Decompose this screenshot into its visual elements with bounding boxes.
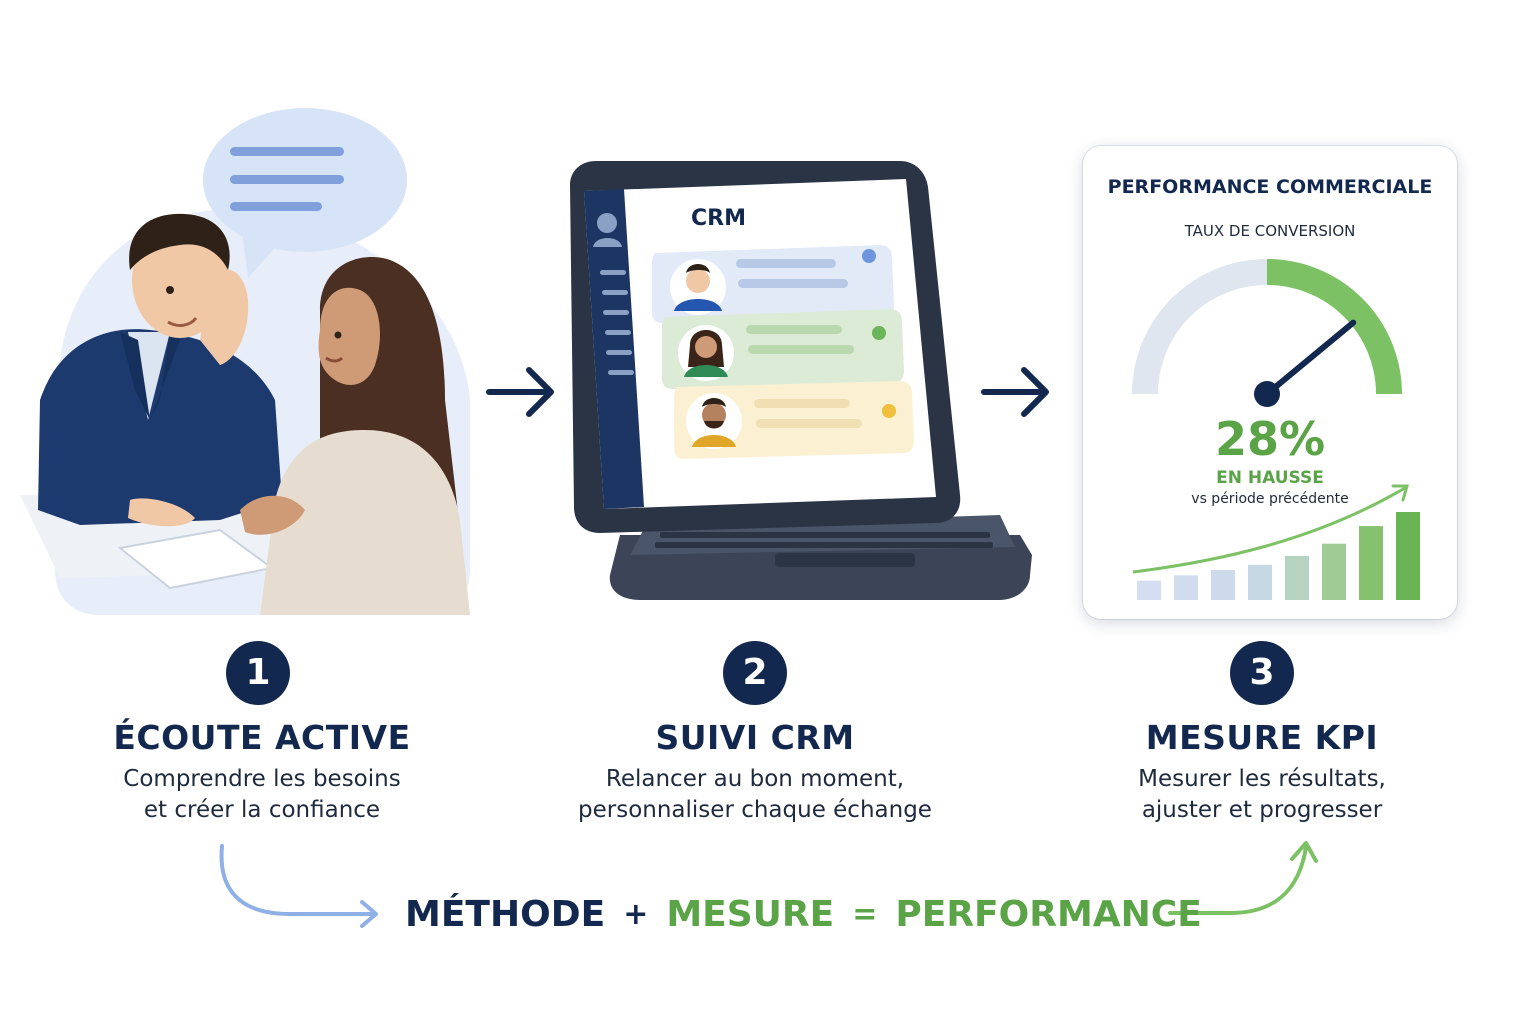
user-icon — [593, 213, 622, 247]
growth-bar — [1359, 526, 1383, 600]
conversion-gauge — [1132, 259, 1402, 407]
speech-bubble-icon — [203, 108, 407, 278]
arrow-right-icon — [981, 367, 1049, 417]
kpi-subtitle: TAUX DE CONVERSION — [1184, 222, 1356, 240]
crm-contact-card — [674, 381, 914, 459]
growth-bar — [1322, 543, 1346, 600]
step-number-2: 2 — [723, 641, 787, 705]
curved-arrow-left-icon — [219, 844, 378, 928]
formula-term-methode: MÉTHODE — [405, 893, 606, 935]
step-description-3: Mesurer les résultats,ajuster et progres… — [1138, 766, 1386, 823]
step-title-ecoute-active: ÉCOUTE ACTIVE — [113, 718, 411, 757]
crm-contact-card — [662, 309, 904, 389]
growth-bar — [1174, 575, 1198, 600]
kpi-trend: EN HAUSSE — [1216, 468, 1324, 488]
growth-bar — [1248, 564, 1272, 600]
growth-bar — [1396, 512, 1420, 600]
crm-label: CRM — [691, 206, 746, 231]
formula-equals: = — [852, 896, 878, 932]
growth-bar-chart — [1132, 484, 1420, 600]
crm-tablet-illustration — [570, 161, 1032, 600]
step-number-3: 3 — [1230, 641, 1294, 705]
formula: MÉTHODE + MESURE = PERFORMANCE — [405, 888, 1202, 940]
growth-bar — [1285, 556, 1309, 600]
step-title-mesure-kpi: MESURE KPI — [1145, 718, 1379, 757]
formula-result-performance: PERFORMANCE — [895, 893, 1202, 935]
step-number-1: 1 — [226, 641, 290, 705]
step-description-2: Relancer au bon moment,personnaliser cha… — [578, 766, 932, 823]
kpi-value: 28% — [1214, 412, 1326, 466]
kpi-comparison: vs période précédente — [1191, 491, 1349, 507]
formula-plus: + — [623, 896, 649, 932]
curved-arrow-right-icon — [1168, 841, 1318, 915]
formula-term-mesure: MESURE — [666, 893, 835, 935]
listening-illustration — [20, 108, 470, 615]
crm-contact-card — [652, 245, 894, 323]
gauge-needle — [1254, 319, 1357, 407]
step-title-suivi-crm: SUIVI CRM — [655, 718, 855, 757]
kpi-title: PERFORMANCE COMMERCIALE — [1107, 176, 1433, 198]
arrow-right-icon — [486, 367, 554, 417]
growth-bar — [1137, 580, 1161, 600]
kpi-card: PERFORMANCE COMMERCIALE TAUX DE CONVERSI… — [1083, 146, 1457, 619]
growth-bar — [1211, 570, 1235, 600]
menu-icon — [600, 270, 634, 375]
